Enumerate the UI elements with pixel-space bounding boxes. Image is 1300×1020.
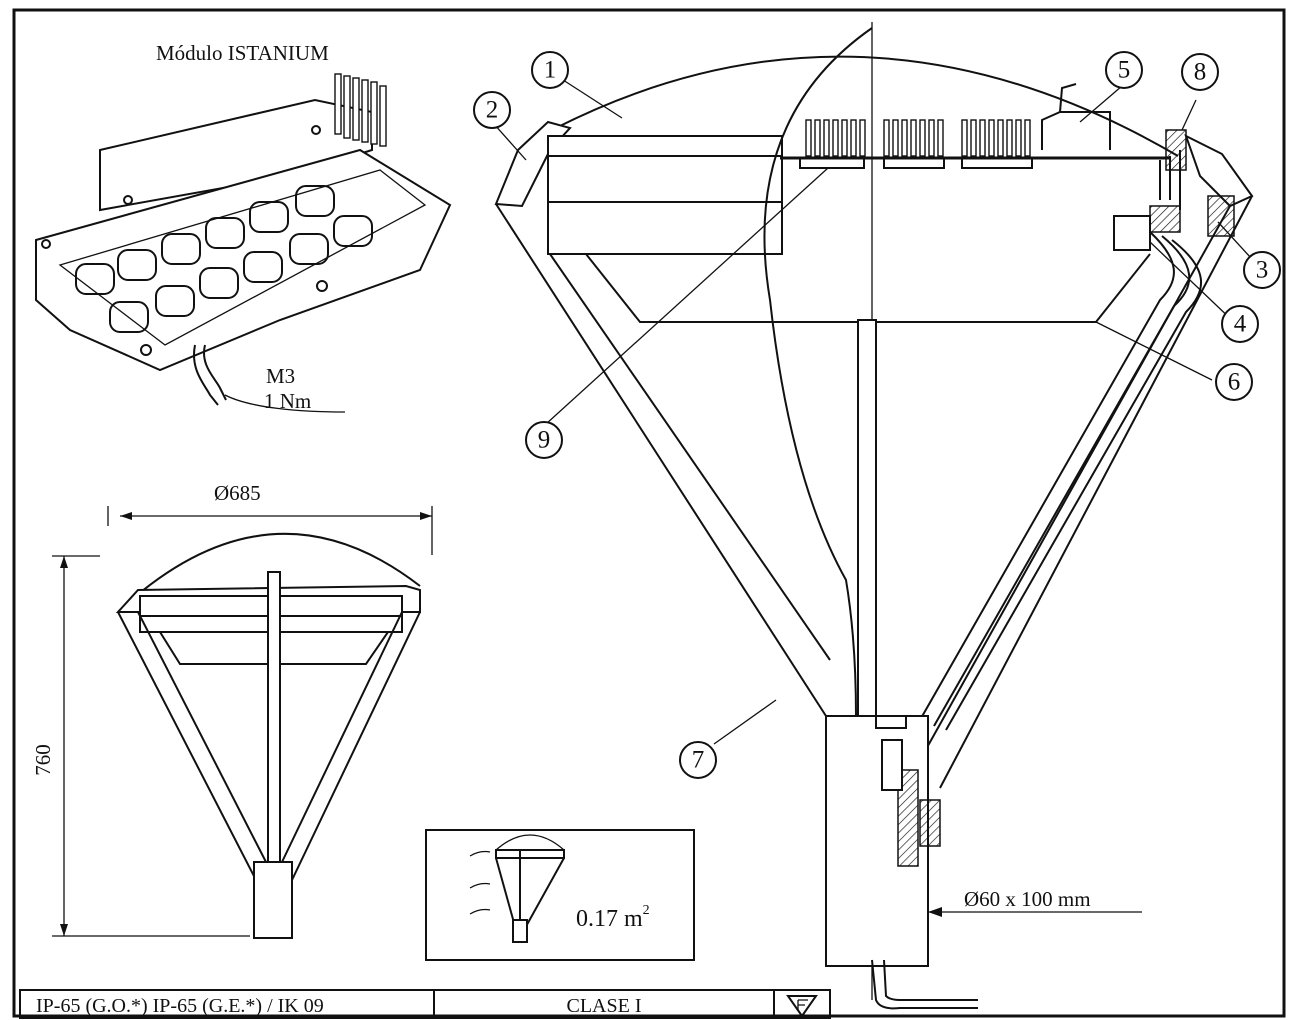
svg-text:8: 8 <box>1194 59 1207 86</box>
svg-text:5: 5 <box>1118 57 1131 84</box>
svg-text:7: 7 <box>692 747 705 774</box>
svg-text:3: 3 <box>1256 257 1269 284</box>
svg-text:2: 2 <box>486 97 499 124</box>
istanium-module-view: Módulo ISTANIUM <box>35 41 452 413</box>
callout-3: 3 <box>1243 251 1281 289</box>
mounting-dimension: Ø60 x 100 mm <box>964 887 1091 911</box>
footer-table: IP-65 (G.O.*) IP-65 (G.E.*) / IK 09 CLAS… <box>19 989 831 1019</box>
main-section-view: Ø60 x 100 mm <box>494 22 1254 1010</box>
callout-6: 6 <box>1215 363 1253 401</box>
heatsink-fins <box>334 73 387 147</box>
callout-2: 2 <box>473 91 511 129</box>
callout-4: 4 <box>1221 305 1259 343</box>
protection-rating: IP-65 (G.O.*) IP-65 (G.E.*) / IK 09 <box>36 995 324 1017</box>
electrical-class: CLASE I <box>567 995 642 1017</box>
callout-8: 8 <box>1181 53 1219 91</box>
screw-spec-label: M3 <box>266 364 295 388</box>
wind-area-value: 0.17 m2 <box>576 903 650 932</box>
svg-text:6: 6 <box>1228 369 1241 396</box>
module-title: Módulo ISTANIUM <box>156 41 329 65</box>
section-heatsinks <box>780 119 1170 169</box>
callouts: 1 2 3 4 5 6 7 8 9 <box>473 51 1281 779</box>
height-dimension: 760 <box>31 744 55 776</box>
svg-text:4: 4 <box>1234 311 1247 338</box>
callout-9: 9 <box>525 421 563 459</box>
callout-7: 7 <box>679 741 717 779</box>
drawing-frame <box>12 8 1286 1018</box>
svg-text:9: 9 <box>538 427 551 454</box>
diameter-dimension: Ø685 <box>214 481 261 505</box>
callout-5: 5 <box>1105 51 1143 89</box>
led-lens-grid <box>75 185 373 333</box>
svg-text:1: 1 <box>544 57 557 84</box>
cable-gland <box>1113 150 1235 251</box>
f-triangle-icon <box>786 995 818 1018</box>
callout-1: 1 <box>531 51 569 89</box>
wind-area-box: 0.17 m2 <box>425 829 695 961</box>
elevation-view: Ø685 760 <box>31 481 433 939</box>
torque-label: 1 Nm <box>264 389 311 413</box>
